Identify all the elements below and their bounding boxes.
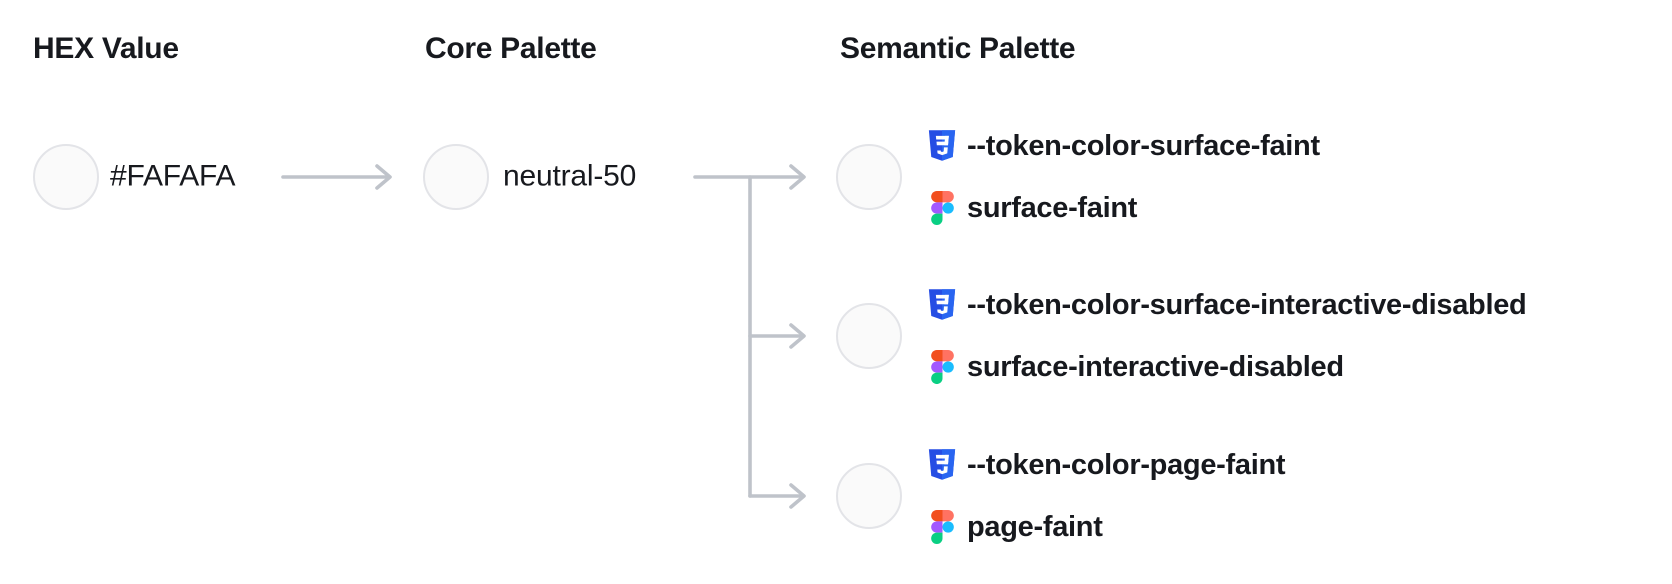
figma-token-name: page-faint — [967, 510, 1103, 543]
column-header-core: Core Palette — [425, 32, 597, 65]
semantic-swatch-surface-interactive-disabled — [836, 303, 902, 369]
css3-shield-icon — [927, 448, 957, 482]
figma-token-line: surface-interactive-disabled — [927, 350, 1526, 384]
css-token-line: --token-color-page-faint — [927, 448, 1286, 482]
column-header-hex: HEX Value — [33, 32, 179, 65]
semantic-swatch-page-faint — [836, 463, 902, 529]
css-token-line: --token-color-surface-faint — [927, 129, 1320, 163]
column-header-semantic: Semantic Palette — [840, 32, 1076, 65]
figma-logo-icon — [927, 191, 957, 225]
core-color-swatch — [423, 144, 489, 210]
hex-color-swatch — [33, 144, 99, 210]
figma-token-name: surface-interactive-disabled — [967, 350, 1344, 383]
branch-connector-core-to-semantic — [693, 164, 806, 509]
semantic-swatch-surface-faint — [836, 144, 902, 210]
css3-shield-icon — [927, 288, 957, 322]
figma-logo-icon — [927, 510, 957, 544]
semantic-token-row-surface-interactive-disabled: --token-color-surface-interactive-disabl… — [927, 288, 1527, 384]
semantic-token-row-page-faint: --token-color-page-faint page-faint — [927, 448, 1286, 544]
css-token-name: --token-color-surface-interactive-disabl… — [967, 288, 1527, 321]
core-value-label: neutral-50 — [503, 159, 637, 193]
figma-token-line: surface-faint — [927, 191, 1320, 225]
semantic-token-row-surface-faint: --token-color-surface-faint surface-fain… — [927, 129, 1320, 225]
hex-value-label: #FAFAFA — [110, 159, 236, 193]
css3-shield-icon — [927, 129, 957, 163]
figma-token-line: page-faint — [927, 510, 1285, 544]
css-token-line: --token-color-surface-interactive-disabl… — [927, 288, 1527, 322]
css-token-name: --token-color-surface-faint — [967, 129, 1320, 162]
figma-token-name: surface-faint — [967, 191, 1138, 224]
arrow-hex-to-core — [281, 164, 392, 190]
css-token-name: --token-color-page-faint — [967, 448, 1286, 481]
figma-logo-icon — [927, 350, 957, 384]
